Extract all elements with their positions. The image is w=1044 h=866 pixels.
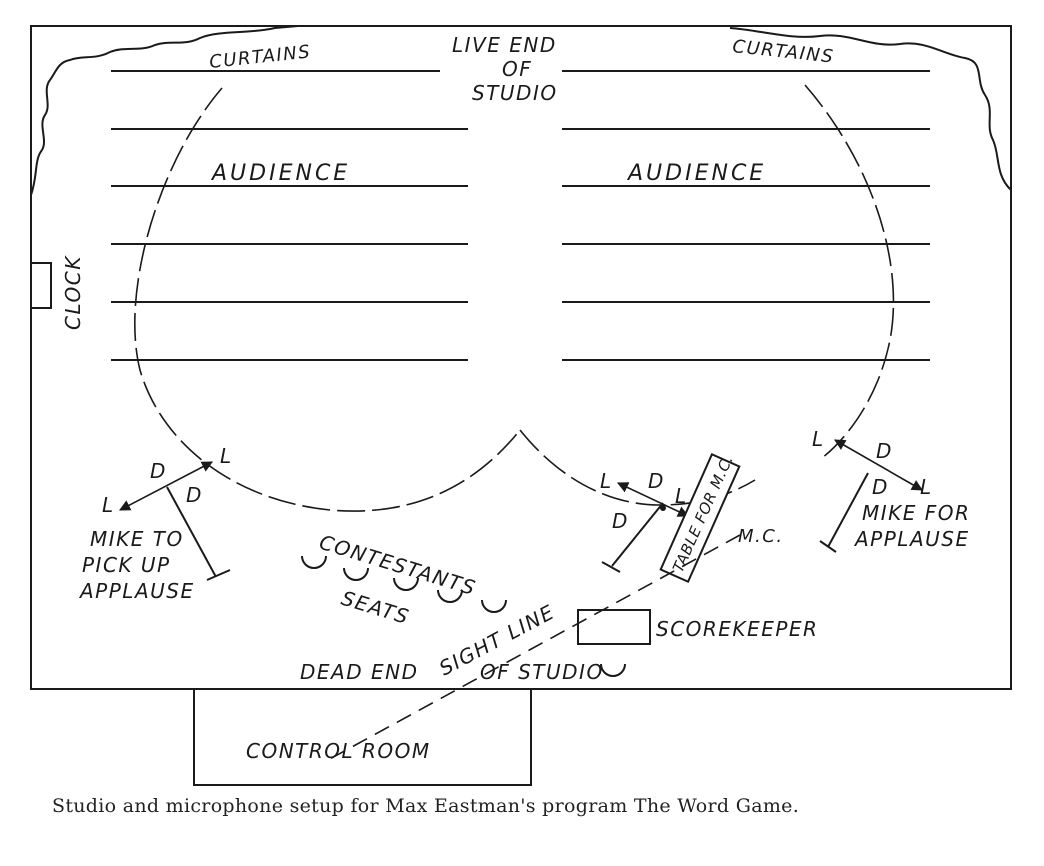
control-room-label: CONTROL ROOM: [246, 739, 431, 763]
control-room-box: [193, 688, 532, 786]
contestants-label: CONTESTANTS: [317, 530, 480, 601]
mike-right: [819, 439, 923, 553]
contestant-seats: [301, 555, 507, 613]
mike-center-dead-bottom: D: [612, 509, 629, 533]
mike-right-dead-top: D: [876, 439, 893, 463]
sight-line: [327, 534, 741, 761]
of-studio-label: OF STUDIO: [480, 660, 604, 684]
mike-left-live-bottom: L: [102, 493, 115, 517]
mike-right-label-2: APPLAUSE: [853, 527, 970, 551]
curtains-left-label: CURTAINS: [208, 41, 312, 73]
mike-left: [119, 461, 231, 581]
dead-end-label: DEAD END: [300, 660, 418, 684]
live-end-label-1: LIVE END: [452, 33, 557, 57]
mike-left-dead-top: D: [150, 459, 167, 483]
audience-left-label: AUDIENCE: [210, 161, 350, 186]
curtain-left: [30, 25, 299, 196]
mike-center: [601, 482, 690, 573]
mike-right-live-top: L: [812, 427, 825, 451]
live-end-label-2: OF: [502, 57, 532, 81]
table-label: TABLE FOR M.C.: [669, 452, 737, 575]
mike-left-dead-bottom: D: [186, 483, 203, 507]
mike-left-label-2: PICK UP: [82, 553, 171, 577]
clock-box: [30, 262, 52, 309]
mike-right-live-bottom: L: [920, 475, 933, 499]
scorekeeper-box: [577, 609, 651, 645]
audience-rows-left: [111, 70, 468, 361]
figure-caption: Studio and microphone setup for Max East…: [52, 795, 799, 817]
clock-label: CLOCK: [61, 255, 85, 330]
mike-right-dead-bottom: D: [872, 475, 889, 499]
mike-left-live-top: L: [220, 444, 233, 468]
scorekeeper-seat: [600, 663, 626, 677]
mike-center-live-bottom: L: [675, 484, 688, 508]
seats-label: SEATS: [339, 586, 413, 629]
live-end-label-3: STUDIO: [472, 81, 558, 105]
mike-center-live-top: L: [600, 469, 613, 493]
mc-table: TABLE FOR M.C.: [659, 452, 741, 583]
scorekeeper-label: SCOREKEEPER: [656, 617, 818, 641]
mike-center-dead-top: D: [648, 469, 665, 493]
mike-left-label-1: MIKE TO: [90, 527, 184, 551]
pickup-pattern-left: [134, 87, 521, 512]
mike-right-label-1: MIKE FOR: [862, 501, 970, 525]
mike-left-label-3: APPLAUSE: [78, 579, 195, 603]
audience-rows-right: [562, 70, 930, 361]
curtains-right-label: CURTAINS: [731, 36, 835, 68]
curtain-right: [729, 27, 1012, 191]
pickup-pattern-right: [804, 84, 895, 459]
audience-right-label: AUDIENCE: [626, 161, 766, 186]
mc-label: M.C.: [738, 526, 784, 547]
